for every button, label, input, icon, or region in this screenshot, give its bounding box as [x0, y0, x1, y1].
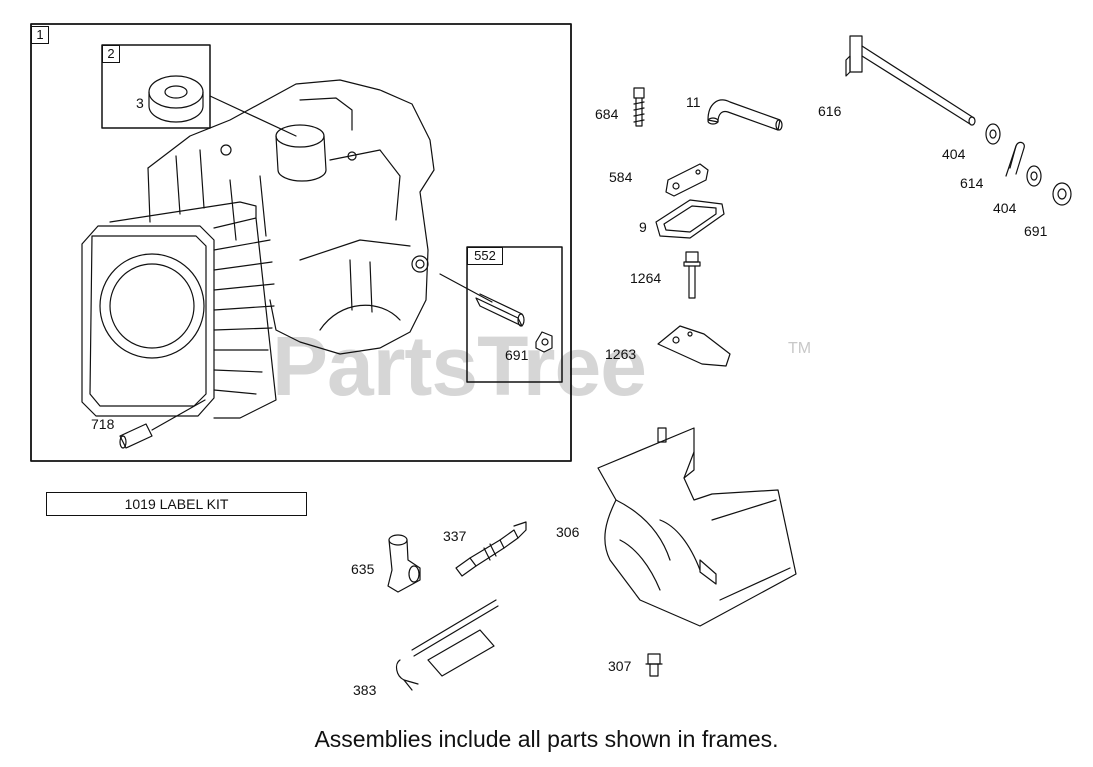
part-label-3[interactable]: 3 — [136, 95, 144, 111]
part-label-1263[interactable]: 1263 — [605, 346, 637, 362]
frame-bearing-border — [101, 44, 211, 129]
gasket-9-part — [655, 199, 725, 239]
washer-691b-part — [1052, 182, 1072, 206]
part-label-306[interactable]: 306 — [556, 524, 580, 540]
part-label-307[interactable]: 307 — [608, 658, 632, 674]
part-label-614[interactable]: 614 — [960, 175, 984, 191]
engine-block — [81, 79, 493, 419]
part-label-584[interactable]: 584 — [609, 169, 633, 185]
frame-dowel-number: 552 — [467, 247, 503, 265]
rod-616-part — [845, 35, 976, 126]
bracket-584-part — [665, 163, 709, 197]
housing-306-part — [597, 427, 797, 627]
frame-dowel-border — [466, 246, 563, 383]
watermark: PartsTree — [272, 319, 647, 413]
part-label-404a[interactable]: 404 — [942, 146, 966, 162]
tool-383-part — [395, 599, 499, 691]
part-label-616[interactable]: 616 — [818, 103, 842, 119]
boot-635-part — [387, 534, 421, 593]
plate-1263-part — [657, 325, 731, 367]
bolt-307-part — [645, 653, 663, 677]
part-label-11[interactable]: 11 — [686, 94, 701, 110]
frame-main-number: 1 — [31, 26, 49, 44]
dowel-718-part — [119, 399, 206, 449]
part-label-691a[interactable]: 691 — [505, 347, 529, 363]
bolt-684-part — [633, 87, 645, 127]
dowel-552-part — [475, 293, 525, 327]
spark-plug-337-part — [455, 521, 527, 577]
frame-main-border — [30, 23, 572, 462]
part-label-691b[interactable]: 691 — [1024, 223, 1048, 239]
seal-part — [148, 75, 297, 137]
frame-bearing-number: 2 — [102, 45, 120, 63]
washer-691a-part — [535, 331, 553, 353]
part-label-718[interactable]: 718 — [91, 416, 115, 432]
bolt-1264-part — [683, 251, 701, 299]
part-label-9[interactable]: 9 — [639, 219, 647, 235]
watermark-trademark: TM — [788, 340, 812, 357]
part-label-1264[interactable]: 1264 — [630, 270, 662, 286]
part-label-383[interactable]: 383 — [353, 682, 377, 698]
label-kit-box[interactable]: 1019 LABEL KIT — [46, 492, 307, 516]
washer-404b-part — [1026, 165, 1042, 187]
part-label-635[interactable]: 635 — [351, 561, 375, 577]
washer-404a-part — [985, 123, 1001, 145]
footer-note: Assemblies include all parts shown in fr… — [314, 726, 779, 752]
part-label-404b[interactable]: 404 — [993, 200, 1017, 216]
clip-614-part — [1005, 141, 1025, 177]
hose-11-part — [707, 99, 783, 131]
part-label-684[interactable]: 684 — [595, 106, 619, 122]
part-label-337[interactable]: 337 — [443, 528, 467, 544]
